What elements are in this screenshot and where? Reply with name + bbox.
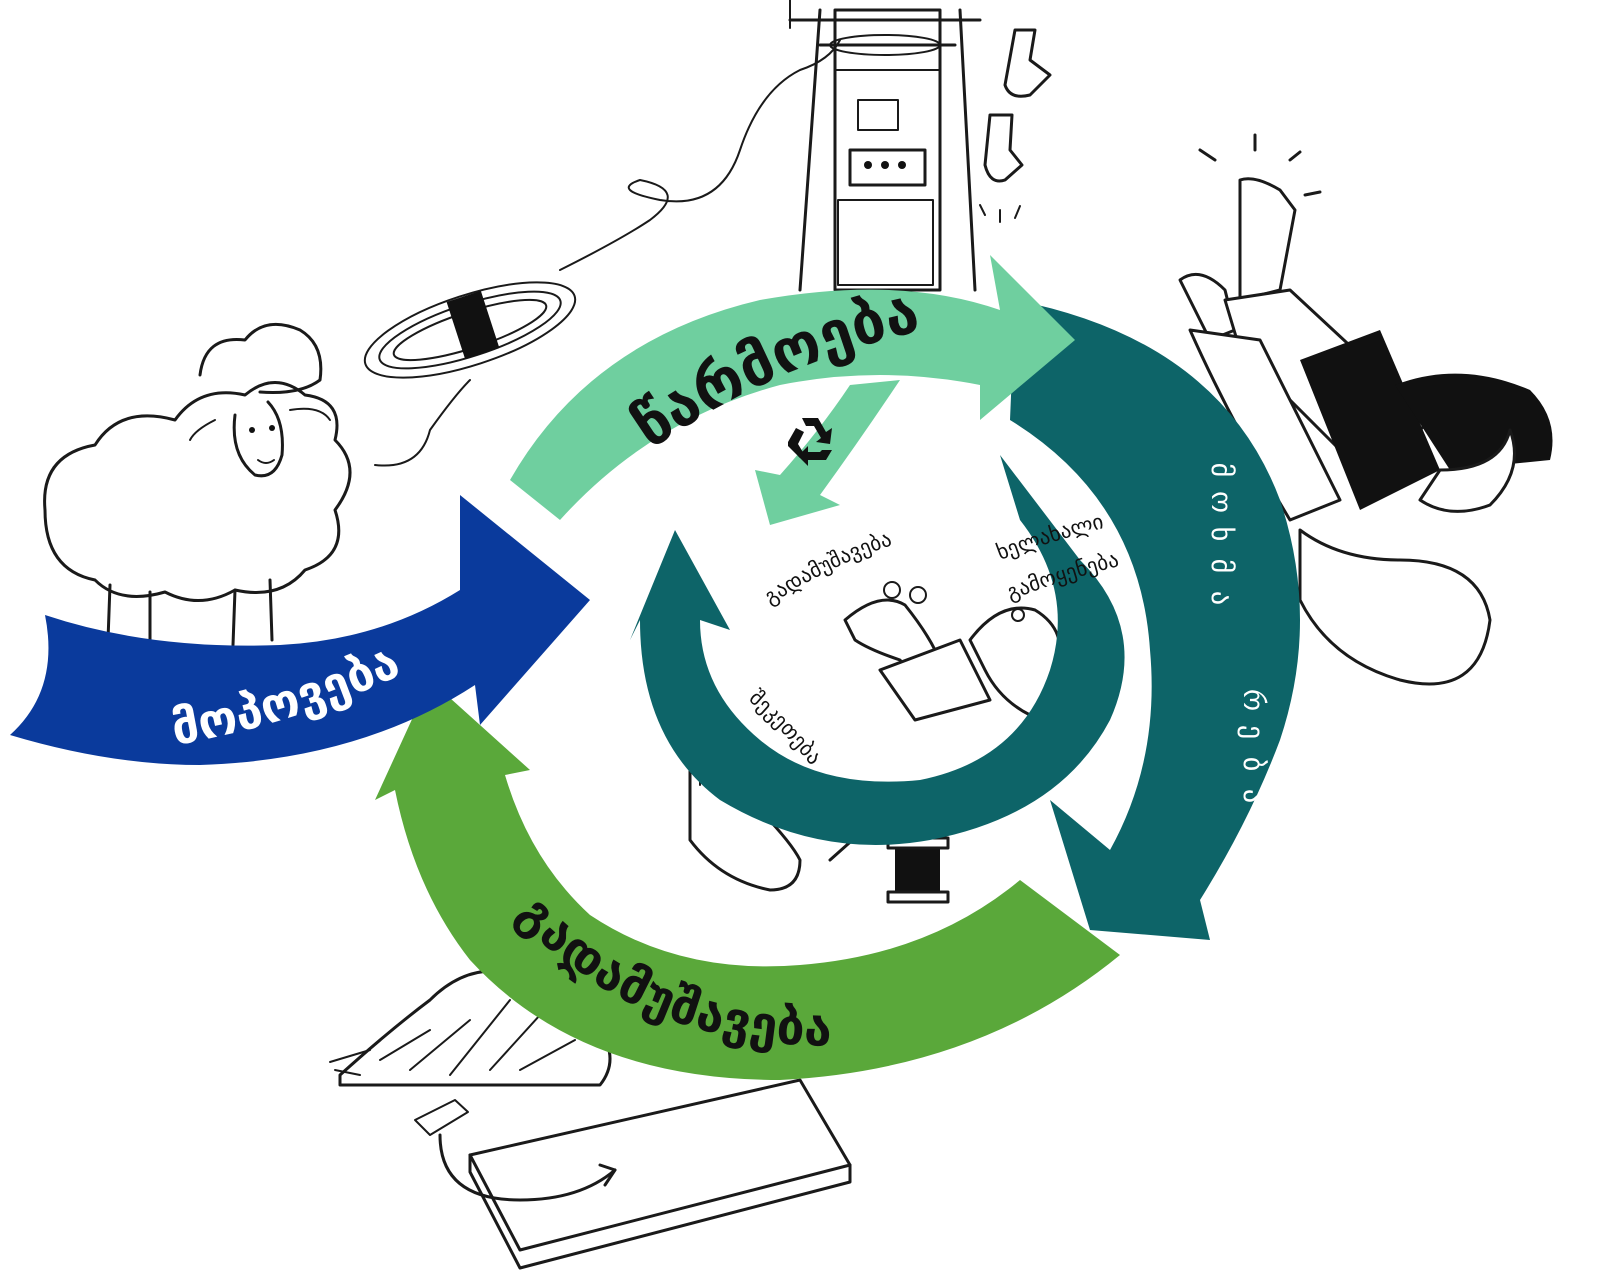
insulation-panel-illustration (414, 1078, 852, 1270)
inner-label-recycling: გადამუშავება (760, 527, 895, 609)
stage-label-use-letter: ო (1205, 491, 1238, 513)
stage-label-use-letter: ა (1205, 591, 1238, 605)
stage-label-use-letter: რ (1237, 689, 1270, 711)
sheep-illustration (43, 322, 352, 647)
stage-label-use-letter: ბ (1237, 757, 1270, 772)
stage-label-use-letter: ე (1237, 725, 1270, 739)
stage-label-use-letter: მ (1205, 559, 1238, 574)
person-wearing-socks-illustration (1178, 133, 1553, 686)
recycle-icon (788, 418, 832, 466)
stage-arrow-production (510, 255, 1075, 520)
stage-arrow-extraction (10, 495, 590, 765)
yarn-thread (374, 39, 841, 467)
yarn-skein-illustration (363, 281, 577, 379)
knitting-machine-illustration (788, 0, 982, 292)
stage-label-use-letter: ა (1237, 789, 1270, 803)
stage-arrow-recycling (375, 680, 1120, 1080)
stage-label-use-letter: ხ (1205, 527, 1238, 542)
stage-arrow-use (1010, 300, 1300, 940)
stage-label-use-letter: მ (1205, 463, 1238, 478)
sock-puppets-illustration (843, 581, 1122, 722)
inner-loop-arrow (630, 455, 1125, 845)
socks-illustration (979, 28, 1052, 223)
